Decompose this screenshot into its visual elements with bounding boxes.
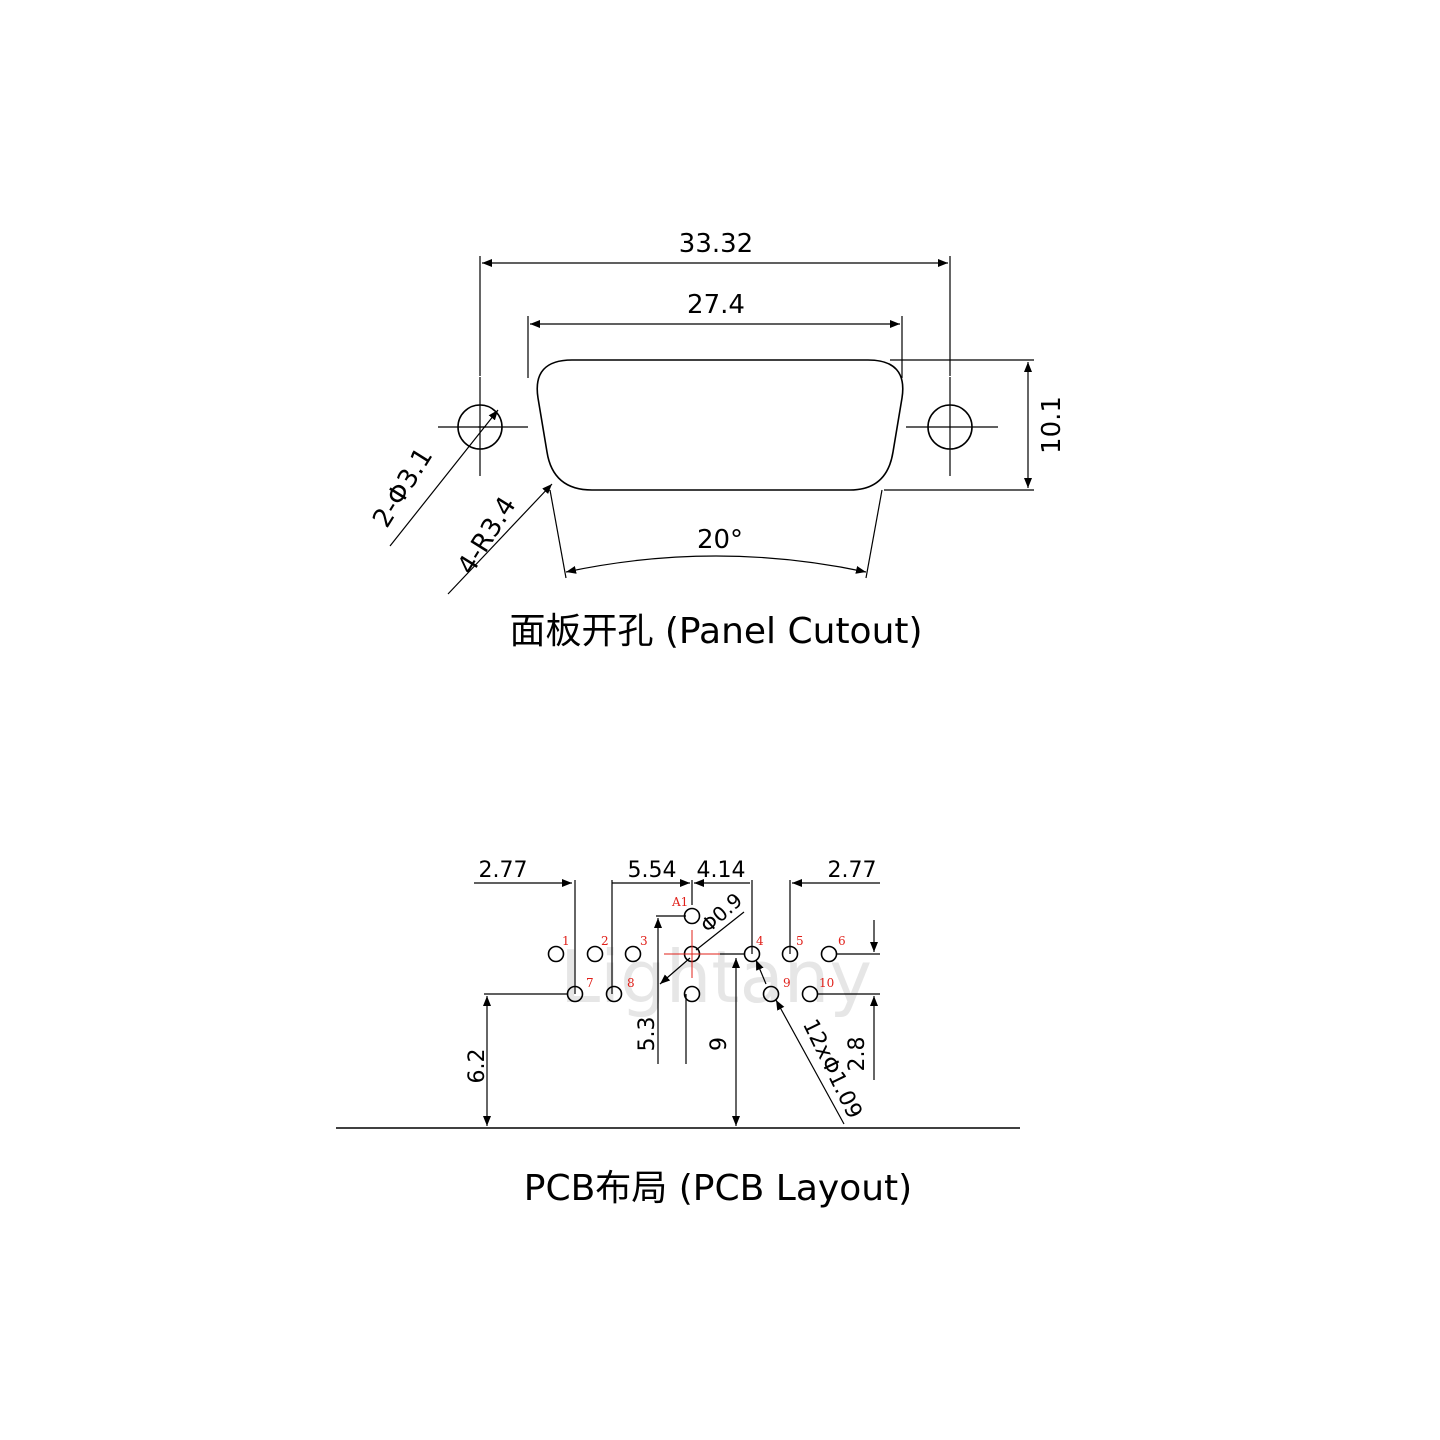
pin-label-a1: A1 [671, 895, 688, 909]
pin-3 [624, 945, 642, 963]
d-sub-cutout-outline [536, 359, 904, 491]
dim-top-left: 2.77 [479, 858, 528, 883]
dim-6-2: 6.2 [465, 1049, 490, 1084]
pin-label-5: 5 [796, 934, 804, 948]
pin-label-9: 9 [783, 976, 791, 990]
pin-label-2: 2 [601, 934, 609, 948]
panel-cutout-caption: 面板开孔 (Panel Cutout) [509, 611, 922, 652]
pin-label-6: 6 [838, 934, 846, 948]
dim-2-8: 2.8 [845, 1037, 870, 1072]
panel-cutout-view: 33.32 27.4 10.1 20° 2-Φ3.1 4-R3.4 面板开孔 (… [367, 229, 1067, 652]
pin-4 [743, 945, 761, 963]
lower-center-hole [683, 985, 701, 1003]
note-mounting-holes: 2-Φ3.1 [367, 443, 439, 533]
pin-label-1: 1 [562, 934, 570, 948]
pin-1 [547, 945, 565, 963]
dim-5-3: 5.3 [635, 1017, 660, 1052]
pin-8 [605, 985, 623, 1003]
pin-label-8: 8 [627, 976, 635, 990]
pin-9 [762, 985, 780, 1003]
dim-height: 10.1 [1037, 396, 1067, 454]
pcb-layout-view: Lightany 2.77 5.54 4.14 2.77 [336, 858, 1020, 1209]
pin-label-10: 10 [819, 976, 834, 990]
dim-9: 9 [707, 1037, 732, 1051]
dim-overall-width: 33.32 [679, 229, 753, 259]
pin-label-4: 4 [756, 934, 764, 948]
pcb-layout-caption: PCB布局 (PCB Layout) [524, 1168, 912, 1209]
pin-10 [801, 985, 819, 1003]
pin-2 [586, 945, 604, 963]
pin-label-7: 7 [586, 976, 594, 990]
note-corner-radius: 4-R3.4 [452, 492, 523, 580]
dim-angle: 20° [697, 525, 743, 555]
dim-opening-width: 27.4 [687, 290, 745, 320]
dim-top-mid2: 4.14 [697, 858, 746, 883]
dim-top-mid1: 5.54 [628, 858, 677, 883]
pin-label-3: 3 [640, 934, 648, 948]
pin-6 [820, 945, 838, 963]
dim-top-right: 2.77 [828, 858, 877, 883]
pin-7 [566, 985, 584, 1003]
pin-5 [781, 945, 799, 963]
